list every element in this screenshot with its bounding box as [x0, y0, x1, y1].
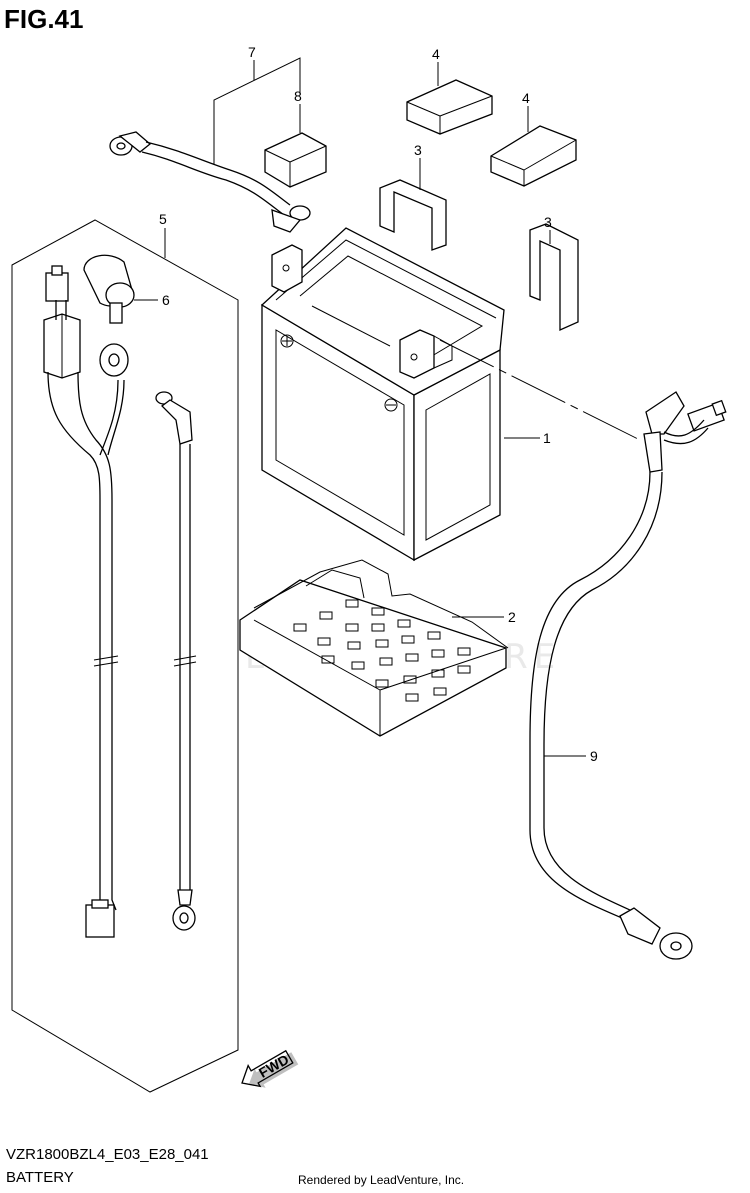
- callout-4b: 4: [522, 90, 530, 106]
- render-credit: Rendered by LeadVenture, Inc.: [298, 1173, 465, 1187]
- callout-3a: 3: [414, 142, 422, 158]
- battery-tray-part-2: [239, 559, 509, 737]
- callout-2: 2: [508, 609, 516, 625]
- battery-part-1: [260, 227, 505, 562]
- bracket-part-3b: [529, 223, 579, 332]
- fwd-arrow-icon: FWD: [241, 1049, 299, 1088]
- harness-panel: [11, 219, 239, 1093]
- tray-slots: [293, 599, 471, 702]
- callout-7: 7: [248, 44, 256, 60]
- callout-3b: 3: [544, 214, 552, 230]
- pad-part-4a: [406, 79, 493, 135]
- bracket-part-3a: [379, 179, 447, 251]
- diagram-code: VZR1800BZL4_E03_E28_041: [6, 1146, 209, 1163]
- lead-wire-part-5: [155, 391, 197, 931]
- callout-9: 9: [590, 748, 598, 764]
- sub-harness-part-5: [43, 265, 129, 938]
- diagram-caption: BATTERY: [6, 1169, 74, 1186]
- leader-7: [213, 57, 301, 165]
- assembly-line: [439, 339, 641, 441]
- battery-cable-part-9: [529, 391, 727, 960]
- pad-part-4b: [490, 125, 577, 187]
- figure-title: FIG.41: [4, 4, 84, 34]
- terminal-cap-part-6: [83, 254, 135, 324]
- callout-6: 6: [162, 292, 170, 308]
- callout-5: 5: [159, 211, 167, 227]
- callout-4a: 4: [432, 46, 440, 62]
- callout-1: 1: [543, 430, 551, 446]
- battery-cable-part-7: [109, 131, 311, 233]
- terminal-cover-part-8: [264, 132, 327, 188]
- callout-8: 8: [294, 88, 302, 104]
